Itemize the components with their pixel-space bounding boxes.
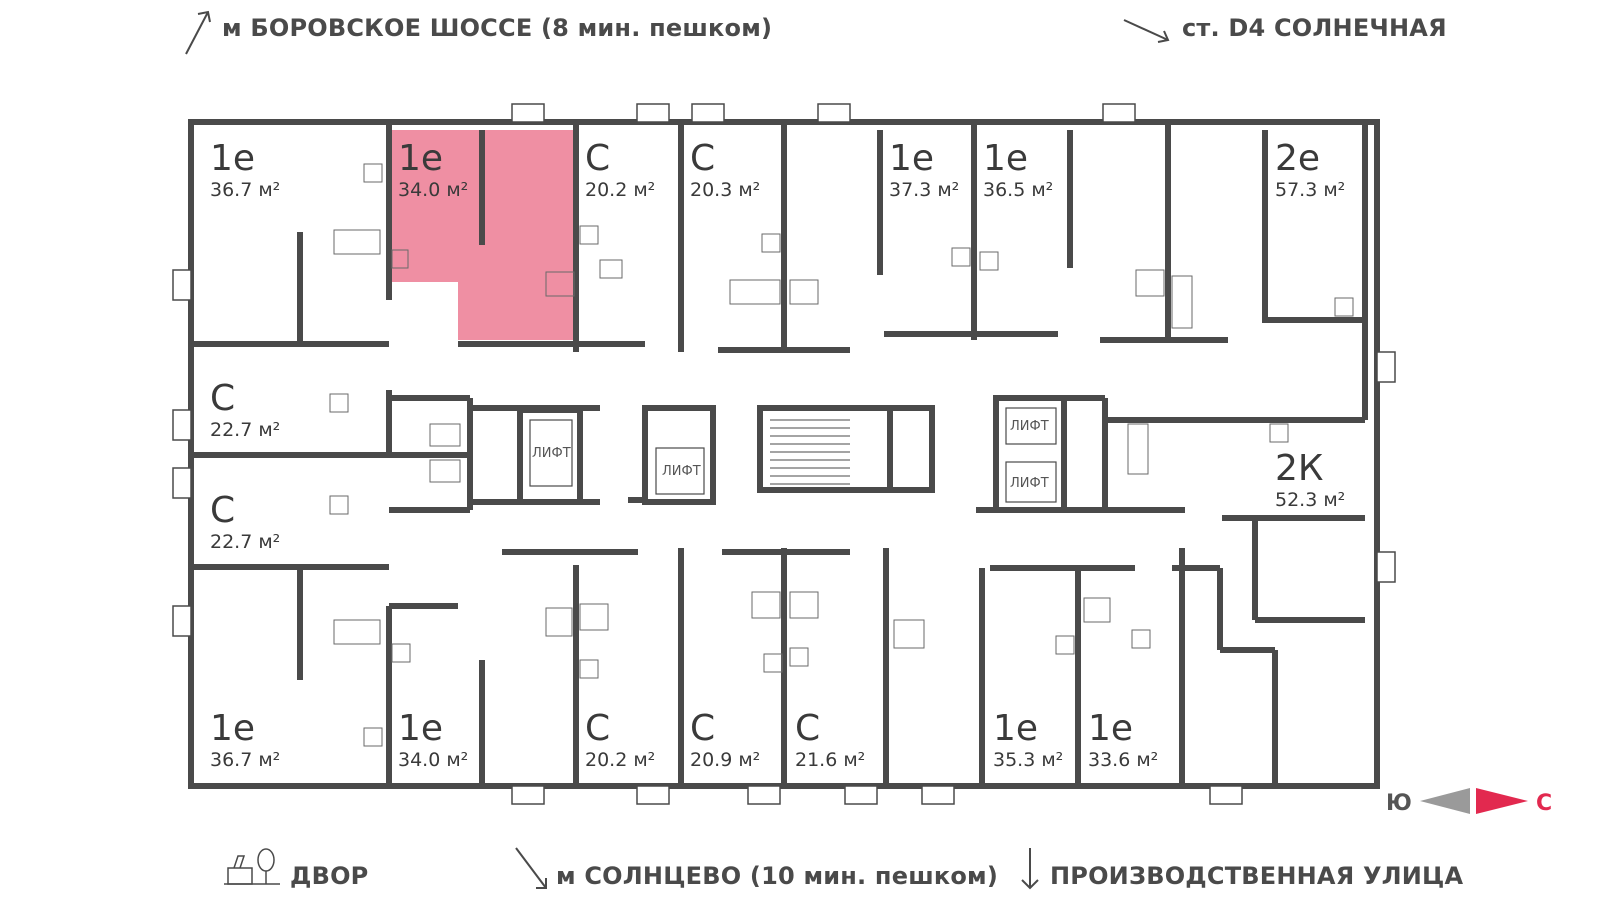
apartment-type: С: [585, 138, 610, 179]
direction-label-street: ПРОИЗВОДСТВЕННАЯ УЛИЦА: [1050, 862, 1464, 890]
apartment-type: 1е: [993, 708, 1038, 749]
apartment-type: 2е: [1275, 138, 1320, 179]
windows: [172, 103, 1396, 805]
apartment-type: 1е: [983, 138, 1028, 179]
apartment-type: С: [795, 708, 820, 749]
elevator-label: ЛИФТ: [1010, 419, 1049, 434]
arrow-down-right-icon: [515, 847, 547, 889]
apartment-area: 57.3 м²: [1275, 179, 1345, 201]
compass-north-label: С: [1536, 791, 1552, 816]
elevator-label: ЛИФТ: [532, 446, 571, 461]
apartment-area: 34.0 м²: [398, 749, 468, 771]
staircase: [770, 419, 850, 485]
elevator-label: ЛИФТ: [662, 464, 701, 479]
apartment-type: 1е: [398, 138, 443, 179]
apartment-area: 21.6 м²: [795, 749, 865, 771]
yard-label: ДВОР: [290, 862, 369, 890]
apartment-area: 20.2 м²: [585, 179, 655, 201]
apartment-type: 1е: [1088, 708, 1133, 749]
apartment-type: С: [210, 490, 235, 531]
apartment-type: С: [210, 378, 235, 419]
stove-icon: [329, 163, 1354, 747]
apartment-type: 1е: [398, 708, 443, 749]
walls: [188, 119, 1380, 789]
apartment-type: 1е: [210, 708, 255, 749]
apartment-area: 36.5 м²: [983, 179, 1053, 201]
apartment-area: 52.3 м²: [1275, 489, 1345, 511]
direction-label-solnechnaya: ст. D4 СОЛНЕЧНАЯ: [1182, 14, 1447, 42]
apartment-area: 20.3 м²: [690, 179, 760, 201]
bathroom-fixtures: [333, 229, 1193, 649]
apartment-area: 20.9 м²: [690, 749, 760, 771]
apartment-area: 34.0 м²: [398, 179, 468, 201]
apartment-area: 36.7 м²: [210, 179, 280, 201]
apartment-type: 1е: [889, 138, 934, 179]
arrow-up-right-icon: [185, 10, 211, 55]
apartment-type: 1е: [210, 138, 255, 179]
compass-south-label: Ю: [1386, 791, 1412, 816]
elevator-label: ЛИФТ: [1010, 476, 1049, 491]
yard-icon: [224, 848, 280, 885]
apartment-type: С: [690, 138, 715, 179]
compass: Ю С: [1386, 788, 1552, 816]
apartment-type: С: [585, 708, 610, 749]
elevator-cabins: [529, 407, 1057, 503]
apartment-area: 22.7 м²: [210, 531, 280, 553]
direction-label-borovskoe: м БОРОВСКОЕ ШОССЕ (8 мин. пешком): [222, 14, 773, 42]
arrow-down-right-icon: [1123, 19, 1170, 43]
arrow-down-icon: [1021, 848, 1039, 890]
apartment-area: 35.3 м²: [993, 749, 1063, 771]
apartment-area: 37.3 м²: [889, 179, 959, 201]
apartment-area: 36.7 м²: [210, 749, 280, 771]
direction-label-solntsevo: м СОЛНЦЕВО (10 мин. пешком): [556, 862, 999, 890]
apartment-type: С: [690, 708, 715, 749]
apartment-type: 2К: [1275, 448, 1323, 489]
apartment-area: 33.6 м²: [1088, 749, 1158, 771]
apartment-area: 20.2 м²: [585, 749, 655, 771]
apartment-area: 22.7 м²: [210, 419, 280, 441]
